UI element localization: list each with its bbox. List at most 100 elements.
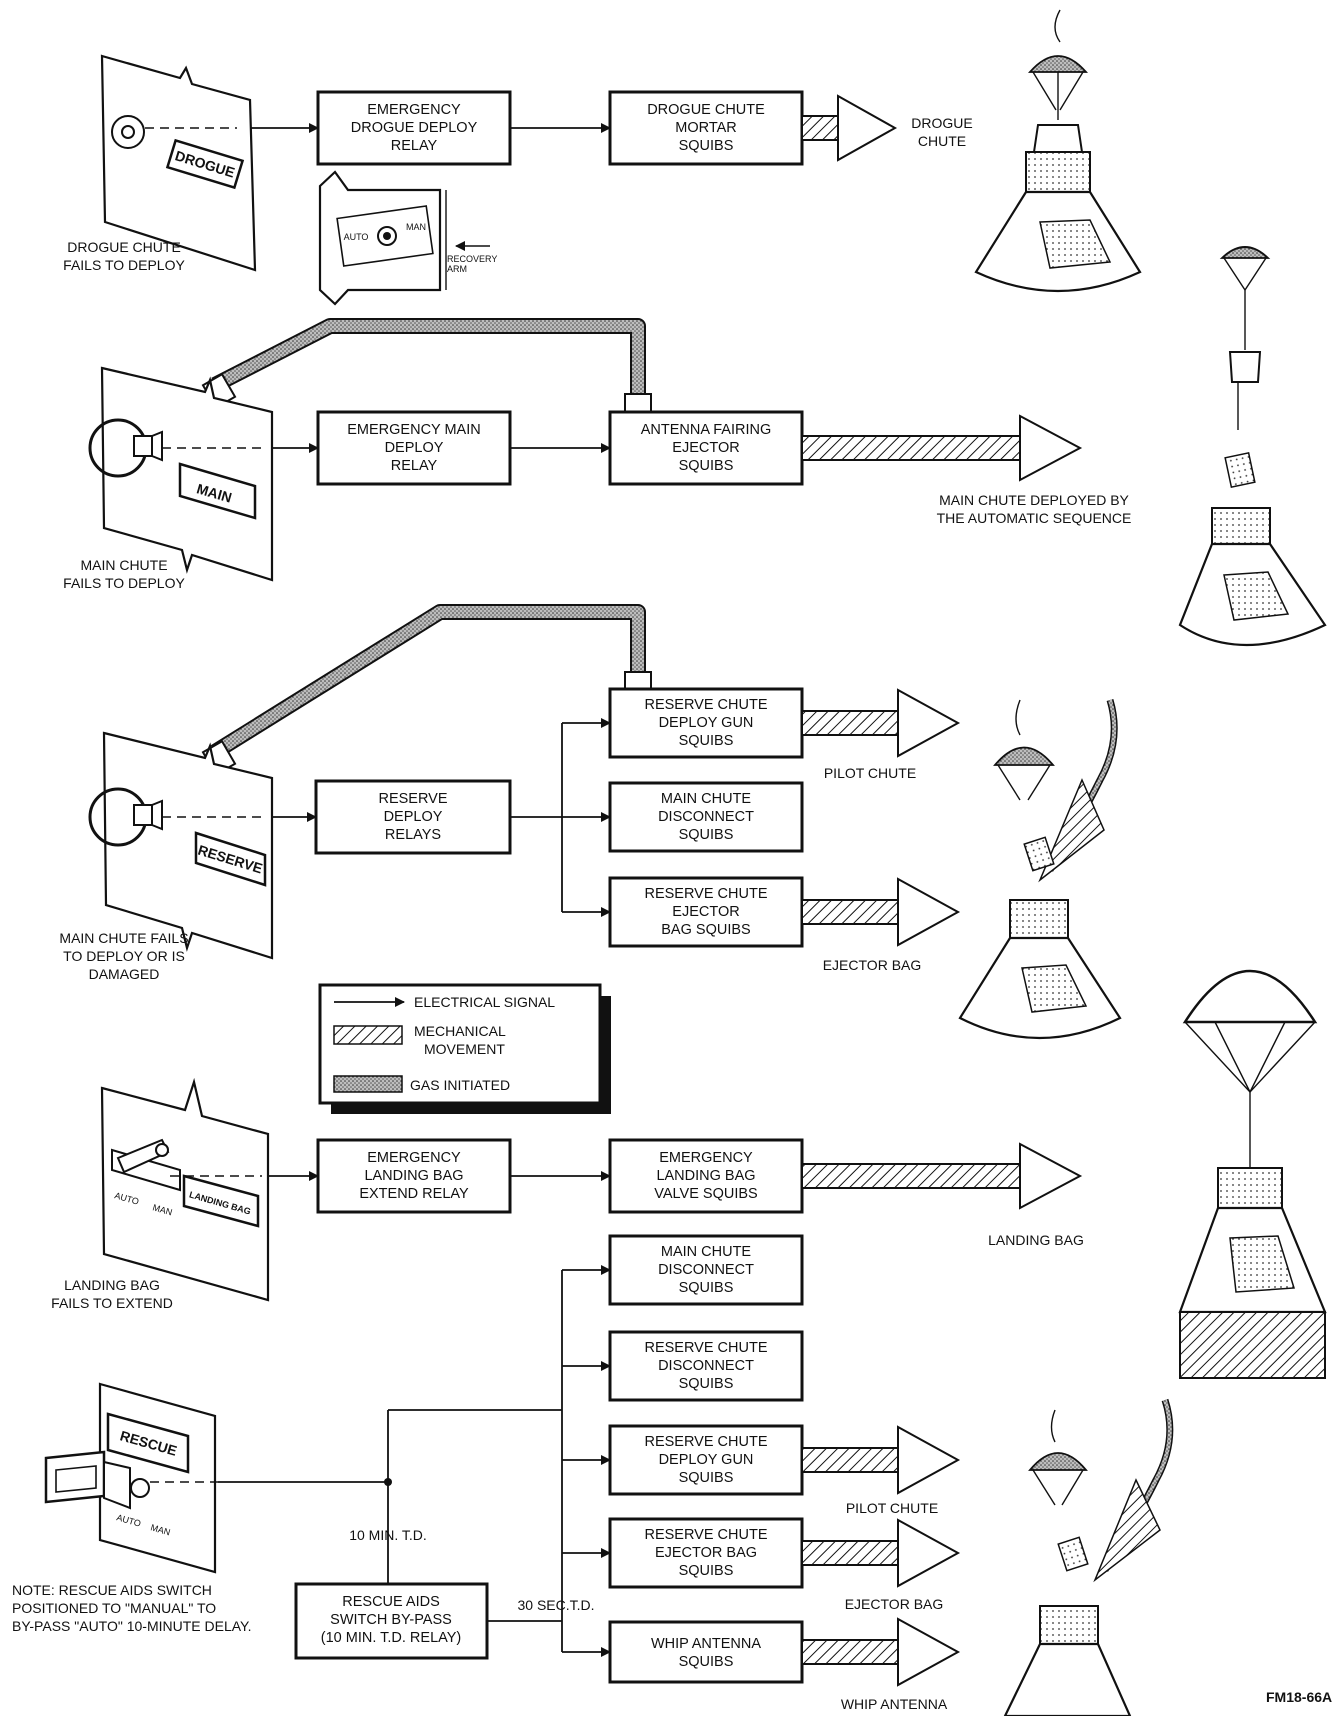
svg-text:BY-PASS "AUTO" 10-MINUTE DELAY: BY-PASS "AUTO" 10-MINUTE DELAY. [12, 1618, 251, 1634]
svg-text:FAILS TO DEPLOY: FAILS TO DEPLOY [63, 575, 185, 591]
svg-text:RESERVE CHUTE: RESERVE CHUTE [644, 886, 767, 902]
svg-text:DEPLOY: DEPLOY [384, 809, 443, 825]
box-landing-relay: EMERGENCY LANDING BAG EXTEND RELAY [316, 1138, 512, 1214]
main-panel[interactable]: MAIN [88, 366, 274, 582]
svg-text:EMERGENCY MAIN: EMERGENCY MAIN [347, 422, 480, 438]
box-main-relay: EMERGENCY MAIN DEPLOY RELAY [316, 410, 512, 486]
svg-text:SQUIBS: SQUIBS [679, 1376, 734, 1392]
svg-text:DROGUE: DROGUE [911, 115, 972, 131]
svg-text:SQUIBS: SQUIBS [679, 1280, 734, 1296]
svg-text:DROGUE DEPLOY: DROGUE DEPLOY [351, 120, 478, 136]
svg-text:LANDING BAG: LANDING BAG [656, 1168, 755, 1184]
box-whip-squibs: WHIP ANTENNA SQUIBS [608, 1620, 804, 1684]
box-reserve-gun-2: RESERVE CHUTE DEPLOY GUN SQUIBS [608, 1424, 804, 1496]
box-main-disconnect-1: MAIN CHUTE DISCONNECT SQUIBS [608, 781, 804, 853]
drogue-panel[interactable]: DROGUE [100, 54, 257, 272]
svg-text:EJECTOR: EJECTOR [672, 904, 739, 920]
svg-text:DROGUE CHUTE: DROGUE CHUTE [67, 239, 181, 255]
svg-text:BAG SQUIBS: BAG SQUIBS [661, 922, 750, 938]
svg-text:WHIP ANTENNA: WHIP ANTENNA [841, 1696, 948, 1712]
timing-labels: 10 MIN. T.D. 30 SEC.T.D. [349, 1527, 594, 1613]
output-labels: DROGUE CHUTE MAIN CHUTE DEPLOYED BY THE … [823, 115, 1132, 1712]
svg-text:LANDING BAG: LANDING BAG [364, 1168, 463, 1184]
reserve-panel[interactable]: RESERVE [88, 731, 274, 960]
svg-text:LANDING BAG: LANDING BAG [64, 1277, 160, 1293]
svg-text:MAIN CHUTE: MAIN CHUTE [80, 557, 167, 573]
svg-text:SQUIBS: SQUIBS [679, 1654, 734, 1670]
svg-text:DISCONNECT: DISCONNECT [658, 1358, 754, 1374]
svg-text:PILOT CHUTE: PILOT CHUTE [824, 765, 916, 781]
svg-text:RELAY: RELAY [391, 138, 438, 154]
svg-text:DISCONNECT: DISCONNECT [658, 1262, 754, 1278]
svg-text:EJECTOR BAG: EJECTOR BAG [655, 1545, 757, 1561]
svg-text:RESERVE: RESERVE [378, 791, 447, 807]
svg-text:SWITCH BY-PASS: SWITCH BY-PASS [330, 1612, 452, 1628]
legend-gas: GAS INITIATED [410, 1077, 510, 1093]
svg-text:DROGUE CHUTE: DROGUE CHUTE [647, 102, 765, 118]
svg-text:ANTENNA FAIRING: ANTENNA FAIRING [641, 422, 772, 438]
svg-text:LANDING BAG: LANDING BAG [988, 1232, 1084, 1248]
svg-text:SQUIBS: SQUIBS [679, 458, 734, 474]
svg-text:POSITIONED TO "MANUAL" TO: POSITIONED TO "MANUAL" TO [12, 1600, 216, 1616]
svg-text:EMERGENCY: EMERGENCY [367, 102, 461, 118]
gas-tubes [201, 318, 652, 777]
svg-text:RECOVERY: RECOVERY [447, 254, 497, 264]
box-reserve-ejector-2: RESERVE CHUTE EJECTOR BAG SQUIBS [608, 1517, 804, 1589]
svg-text:EJECTOR BAG: EJECTOR BAG [823, 957, 922, 973]
svg-text:PILOT CHUTE: PILOT CHUTE [846, 1500, 938, 1516]
svg-text:DEPLOY: DEPLOY [385, 440, 444, 456]
svg-text:VALVE SQUIBS: VALVE SQUIBS [654, 1186, 757, 1202]
svg-text:EMERGENCY: EMERGENCY [659, 1150, 753, 1166]
recovery-arm-switch-panel[interactable]: AUTO MAN RECOVERY ARM [318, 170, 497, 306]
svg-text:RESERVE CHUTE: RESERVE CHUTE [644, 1340, 767, 1356]
svg-text:WHIP ANTENNA: WHIP ANTENNA [651, 1636, 761, 1652]
svg-text:THE AUTOMATIC SEQUENCE: THE AUTOMATIC SEQUENCE [937, 510, 1132, 526]
box-reserve-ejector-1: RESERVE CHUTE EJECTOR BAG SQUIBS [608, 876, 804, 948]
svg-text:SQUIBS: SQUIBS [679, 1470, 734, 1486]
condition-labels: DROGUE CHUTE FAILS TO DEPLOY MAIN CHUTE … [12, 239, 251, 1634]
legend: ELECTRICAL SIGNAL MECHANICAL MOVEMENT GA… [318, 983, 611, 1114]
box-main-disconnect-2: MAIN CHUTE DISCONNECT SQUIBS [608, 1234, 804, 1306]
svg-text:MAIN CHUTE: MAIN CHUTE [661, 1244, 752, 1260]
svg-text:FAILS TO EXTEND: FAILS TO EXTEND [51, 1295, 173, 1311]
svg-text:EJECTOR: EJECTOR [672, 440, 739, 456]
spacecraft-reserve-deploy [958, 698, 1122, 1040]
box-reserve-relays: RESERVE DEPLOY RELAYS [314, 779, 512, 855]
figure-id: FM18-66A [1266, 1689, 1332, 1705]
spacecraft-main-auto [1178, 246, 1327, 646]
svg-text:RESERVE CHUTE: RESERVE CHUTE [644, 697, 767, 713]
svg-text:FAILS TO DEPLOY: FAILS TO DEPLOY [63, 257, 185, 273]
svg-text:DEPLOY GUN: DEPLOY GUN [659, 715, 754, 731]
svg-text:MORTAR: MORTAR [675, 120, 737, 136]
svg-text:DISCONNECT: DISCONNECT [658, 809, 754, 825]
legend-mechanical: MECHANICAL [414, 1023, 506, 1039]
box-rescue-bypass: RESCUE AIDS SWITCH BY-PASS (10 MIN. T.D.… [294, 1582, 489, 1660]
landing-bag-panel[interactable]: LANDING BAG AUTO MAN [100, 1077, 270, 1302]
svg-text:MAIN CHUTE DEPLOYED BY: MAIN CHUTE DEPLOYED BY [939, 492, 1129, 508]
svg-text:SQUIBS: SQUIBS [679, 1563, 734, 1579]
svg-text:RELAY: RELAY [391, 458, 438, 474]
svg-text:RESCUE AIDS: RESCUE AIDS [342, 1594, 440, 1610]
svg-text:ARM: ARM [447, 264, 467, 274]
box-reserve-gun-1: RESERVE CHUTE DEPLOY GUN SQUIBS [608, 687, 804, 759]
svg-text:TO DEPLOY OR IS: TO DEPLOY OR IS [63, 948, 185, 964]
svg-text:MAN: MAN [406, 222, 426, 232]
svg-text:MAIN CHUTE: MAIN CHUTE [661, 791, 752, 807]
svg-text:SQUIBS: SQUIBS [679, 827, 734, 843]
svg-text:EXTEND RELAY: EXTEND RELAY [359, 1186, 469, 1202]
svg-text:SQUIBS: SQUIBS [679, 138, 734, 154]
svg-text:DEPLOY GUN: DEPLOY GUN [659, 1452, 754, 1468]
svg-text:DAMAGED: DAMAGED [89, 966, 160, 982]
box-drogue-squibs: DROGUE CHUTE MORTAR SQUIBS [608, 90, 804, 166]
svg-text:10 MIN. T.D.: 10 MIN. T.D. [349, 1527, 427, 1543]
svg-text:EMERGENCY: EMERGENCY [367, 1150, 461, 1166]
svg-text:RELAYS: RELAYS [385, 827, 441, 843]
svg-text:CHUTE: CHUTE [918, 133, 966, 149]
spacecraft-landing-bag [1178, 969, 1327, 1379]
box-reserve-disconnect: RESERVE CHUTE DISCONNECT SQUIBS [608, 1330, 804, 1402]
rescue-panel[interactable]: RESCUE AUTO MAN [44, 1382, 218, 1574]
spacecraft-drogue-deployed [974, 9, 1142, 293]
box-antenna-squibs: ANTENNA FAIRING EJECTOR SQUIBS [608, 410, 804, 486]
svg-text:RESERVE CHUTE: RESERVE CHUTE [644, 1434, 767, 1450]
